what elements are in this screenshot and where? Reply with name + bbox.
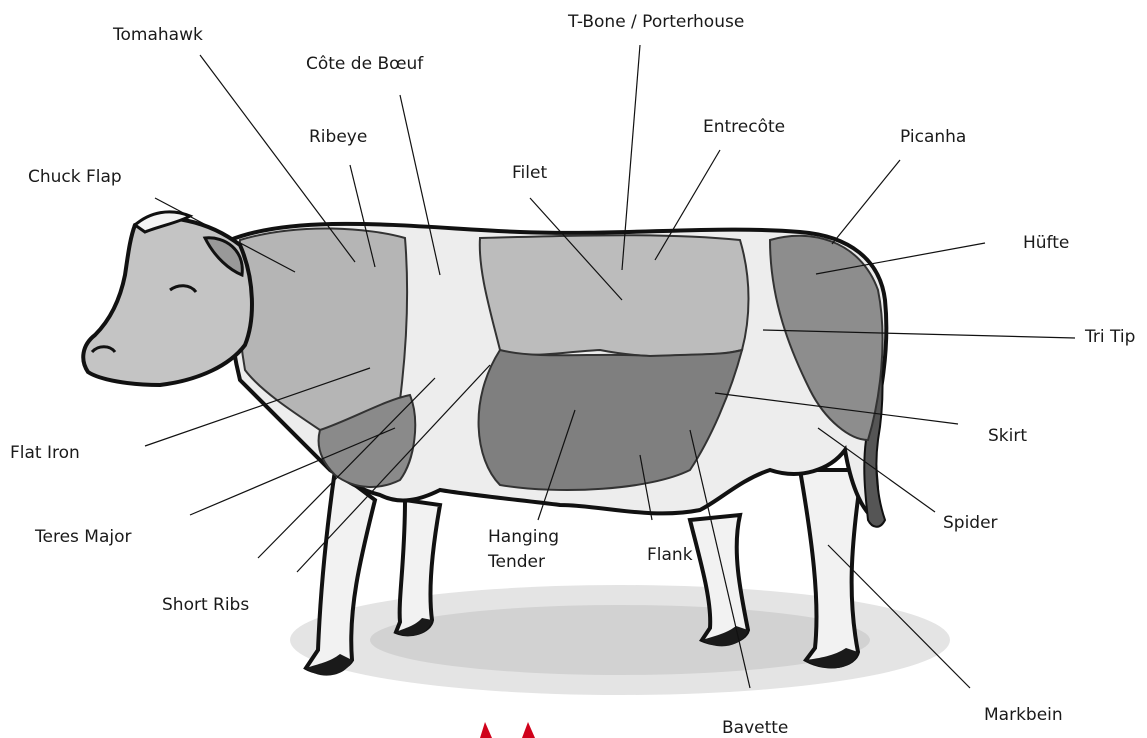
label-bavette: Bavette: [722, 718, 788, 738]
logo-mark-2: [522, 722, 535, 738]
label-tender: Tender: [487, 552, 545, 572]
label-cote-de-boeuf: Côte de Bœuf: [306, 54, 424, 74]
label-skirt: Skirt: [988, 426, 1027, 446]
label-short-ribs: Short Ribs: [162, 595, 249, 615]
label-flat-iron: Flat Iron: [10, 443, 80, 463]
logo-mark: [480, 722, 492, 738]
label-picanha: Picanha: [900, 127, 966, 147]
label-spider: Spider: [943, 513, 998, 533]
label-entrecote: Entrecôte: [703, 117, 785, 137]
label-tomahawk: Tomahawk: [112, 25, 203, 45]
ground-shadow-inner: [370, 605, 870, 675]
label-ribeye: Ribeye: [309, 127, 367, 147]
label-markbein: Markbein: [984, 705, 1063, 725]
label-t-bone: T-Bone / Porterhouse: [567, 12, 744, 32]
leader-picanha: [832, 160, 900, 244]
label-flank: Flank: [647, 545, 693, 565]
label-huefte: Hüfte: [1023, 233, 1069, 253]
label-tri-tip: Tri Tip: [1084, 327, 1135, 347]
cut-loin: [480, 235, 749, 357]
label-chuck-flap: Chuck Flap: [28, 167, 122, 187]
label-teres-major: Teres Major: [34, 527, 132, 547]
label-hanging: Hanging: [488, 527, 559, 547]
label-filet: Filet: [512, 163, 547, 183]
